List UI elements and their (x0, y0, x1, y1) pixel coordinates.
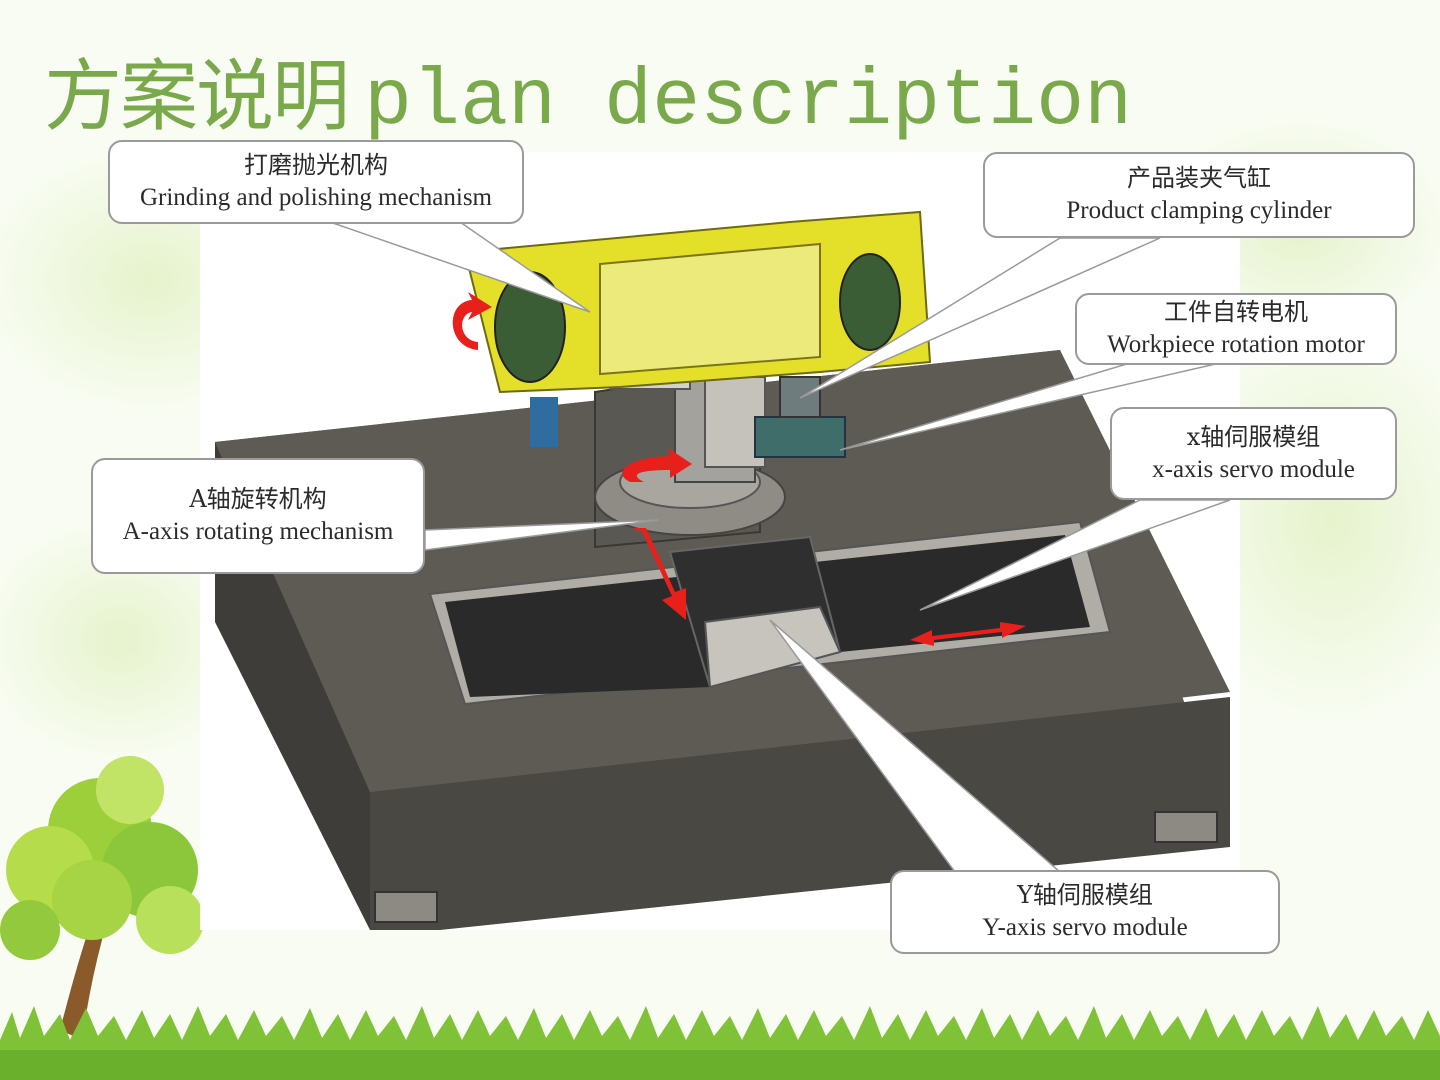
grass-border (0, 1006, 1440, 1080)
pointer-grinding (329, 221, 591, 313)
tree-illustration (0, 756, 204, 1040)
callout-a-axis-en: A-axis rotating mechanism (122, 518, 394, 545)
pointer-a-axis (424, 519, 659, 551)
callout-y-axis-servo: Y轴伺服模组 Y-axis servo module (890, 870, 1280, 954)
callout-clamping-en: Product clamping cylinder (1066, 197, 1332, 224)
x-axis-motion-arrow (910, 622, 1026, 646)
pointer-y-axis (769, 619, 1063, 873)
callout-x-axis-cn: x轴伺服模组 (1186, 422, 1321, 451)
machine-base-front (370, 697, 1230, 930)
grinding-wheel-right (839, 253, 901, 351)
callout-clamping-cn: 产品装夹气缸 (1127, 164, 1271, 192)
callout-grinding-polishing: 打磨抛光机构 Grinding and polishing mechanism (108, 140, 524, 224)
rotation-arrow-grinder (452, 292, 492, 350)
workpiece-rotation-motor (754, 416, 846, 458)
callout-rotation-motor-en: Workpiece rotation motor (1107, 331, 1365, 358)
callout-a-axis-cn: A轴旋转机构 (189, 485, 327, 513)
callout-y-axis-cn: Y轴伺服模组 (1017, 881, 1153, 909)
callout-rotation-motor-cn: 工件自转电机 (1164, 298, 1308, 326)
callout-grinding-en: Grinding and polishing mechanism (139, 184, 493, 211)
callout-y-axis-en: Y-axis servo module (982, 914, 1188, 941)
base-slot-left (374, 891, 438, 923)
title-chinese: 方案说明 (44, 52, 350, 142)
grinder-mount (530, 397, 558, 447)
y-axis-motion-arrow (632, 528, 686, 620)
title-english: plan description (364, 57, 1133, 148)
callout-x-axis-servo: x轴伺服模组 x-axis servo module (1110, 407, 1397, 500)
callout-clamping-cylinder: 产品装夹气缸 Product clamping cylinder (983, 152, 1415, 238)
rotation-arrow-a-axis (622, 448, 692, 482)
callout-grinding-cn: 打磨抛光机构 (244, 151, 388, 179)
callout-a-axis-rotating: A轴旋转机构 A-axis rotating mechanism (91, 458, 425, 574)
callout-x-axis-en: x-axis servo module (1152, 455, 1355, 483)
pointer-x-axis (919, 499, 1231, 611)
bellows-left (445, 575, 710, 697)
callout-rotation-motor: 工件自转电机 Workpiece rotation motor (1075, 293, 1397, 365)
base-slot-right (1154, 811, 1218, 843)
clamping-cylinder (779, 376, 821, 418)
pointer-clamping (799, 237, 1161, 399)
